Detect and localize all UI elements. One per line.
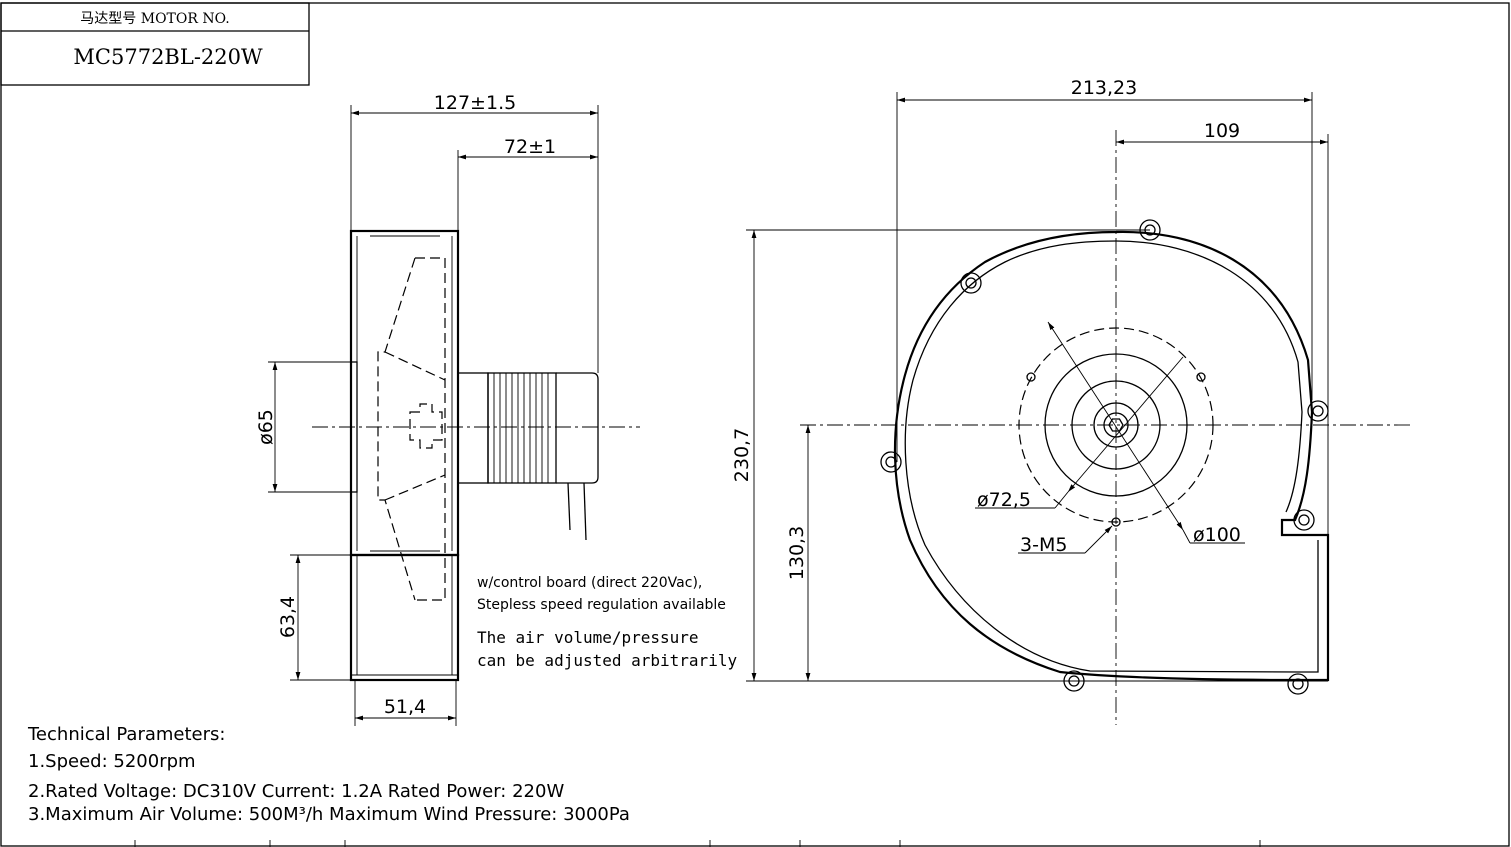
front-view: ø72,5 ø100 3-M5 213,23 109 230,7 130,3 xyxy=(731,77,1410,725)
note-air-line2: can be adjusted arbitrarily xyxy=(477,651,737,670)
parameters-heading: Technical Parameters: xyxy=(27,724,225,745)
dim-overall-depth: 127±1.5 xyxy=(434,92,516,114)
note-air-line1: The air volume/pressure xyxy=(477,628,699,647)
parameter-electrical: 2.Rated Voltage: DC310V Current: 1.2A Ra… xyxy=(28,781,564,802)
bottom-strip xyxy=(134,840,1261,847)
dim-overall-width: 213,23 xyxy=(1071,77,1137,99)
parameter-speed: 1.Speed: 5200rpm xyxy=(28,751,196,772)
dim-inlet-diameter: ø65 xyxy=(255,409,277,445)
dim-motor-depth: 72±1 xyxy=(504,136,556,158)
title-block: 马达型号 MOTOR NO. MC5772BL-220W xyxy=(0,2,310,86)
side-view: 127±1.5 72±1 ø65 63,4 51,4 xyxy=(255,92,640,726)
dim-inner-circle: ø72,5 xyxy=(977,489,1031,511)
model-number: MC5772BL-220W xyxy=(73,45,263,69)
technical-parameters: Technical Parameters: 1.Speed: 5200rpm 2… xyxy=(27,724,630,825)
dim-center-to-edge: 109 xyxy=(1204,120,1240,142)
note-control-line1: w/control board (direct 220Vac), xyxy=(477,575,702,591)
title-block-label: 马达型号 MOTOR NO. xyxy=(80,11,229,27)
parameter-airflow: 3.Maximum Air Volume: 500M³/h Maximum Wi… xyxy=(28,804,630,825)
m5-hole xyxy=(1026,372,1036,382)
dim-bolt-circle: ø100 xyxy=(1193,524,1241,546)
mount-lug xyxy=(960,272,982,294)
notes: w/control board (direct 220Vac), Steples… xyxy=(477,575,737,670)
mount-lug xyxy=(880,451,902,473)
dim-mount-holes: 3-M5 xyxy=(1020,534,1067,556)
note-control-line2: Stepless speed regulation available xyxy=(477,597,726,613)
dim-center-height: 130,3 xyxy=(786,526,808,580)
m5-hole xyxy=(1196,372,1206,382)
dim-outlet-width: 51,4 xyxy=(384,696,426,718)
dim-overall-height: 230,7 xyxy=(731,428,753,482)
mount-lug xyxy=(1293,509,1315,531)
mount-lug xyxy=(1287,673,1309,695)
dim-outlet-height: 63,4 xyxy=(277,596,299,638)
